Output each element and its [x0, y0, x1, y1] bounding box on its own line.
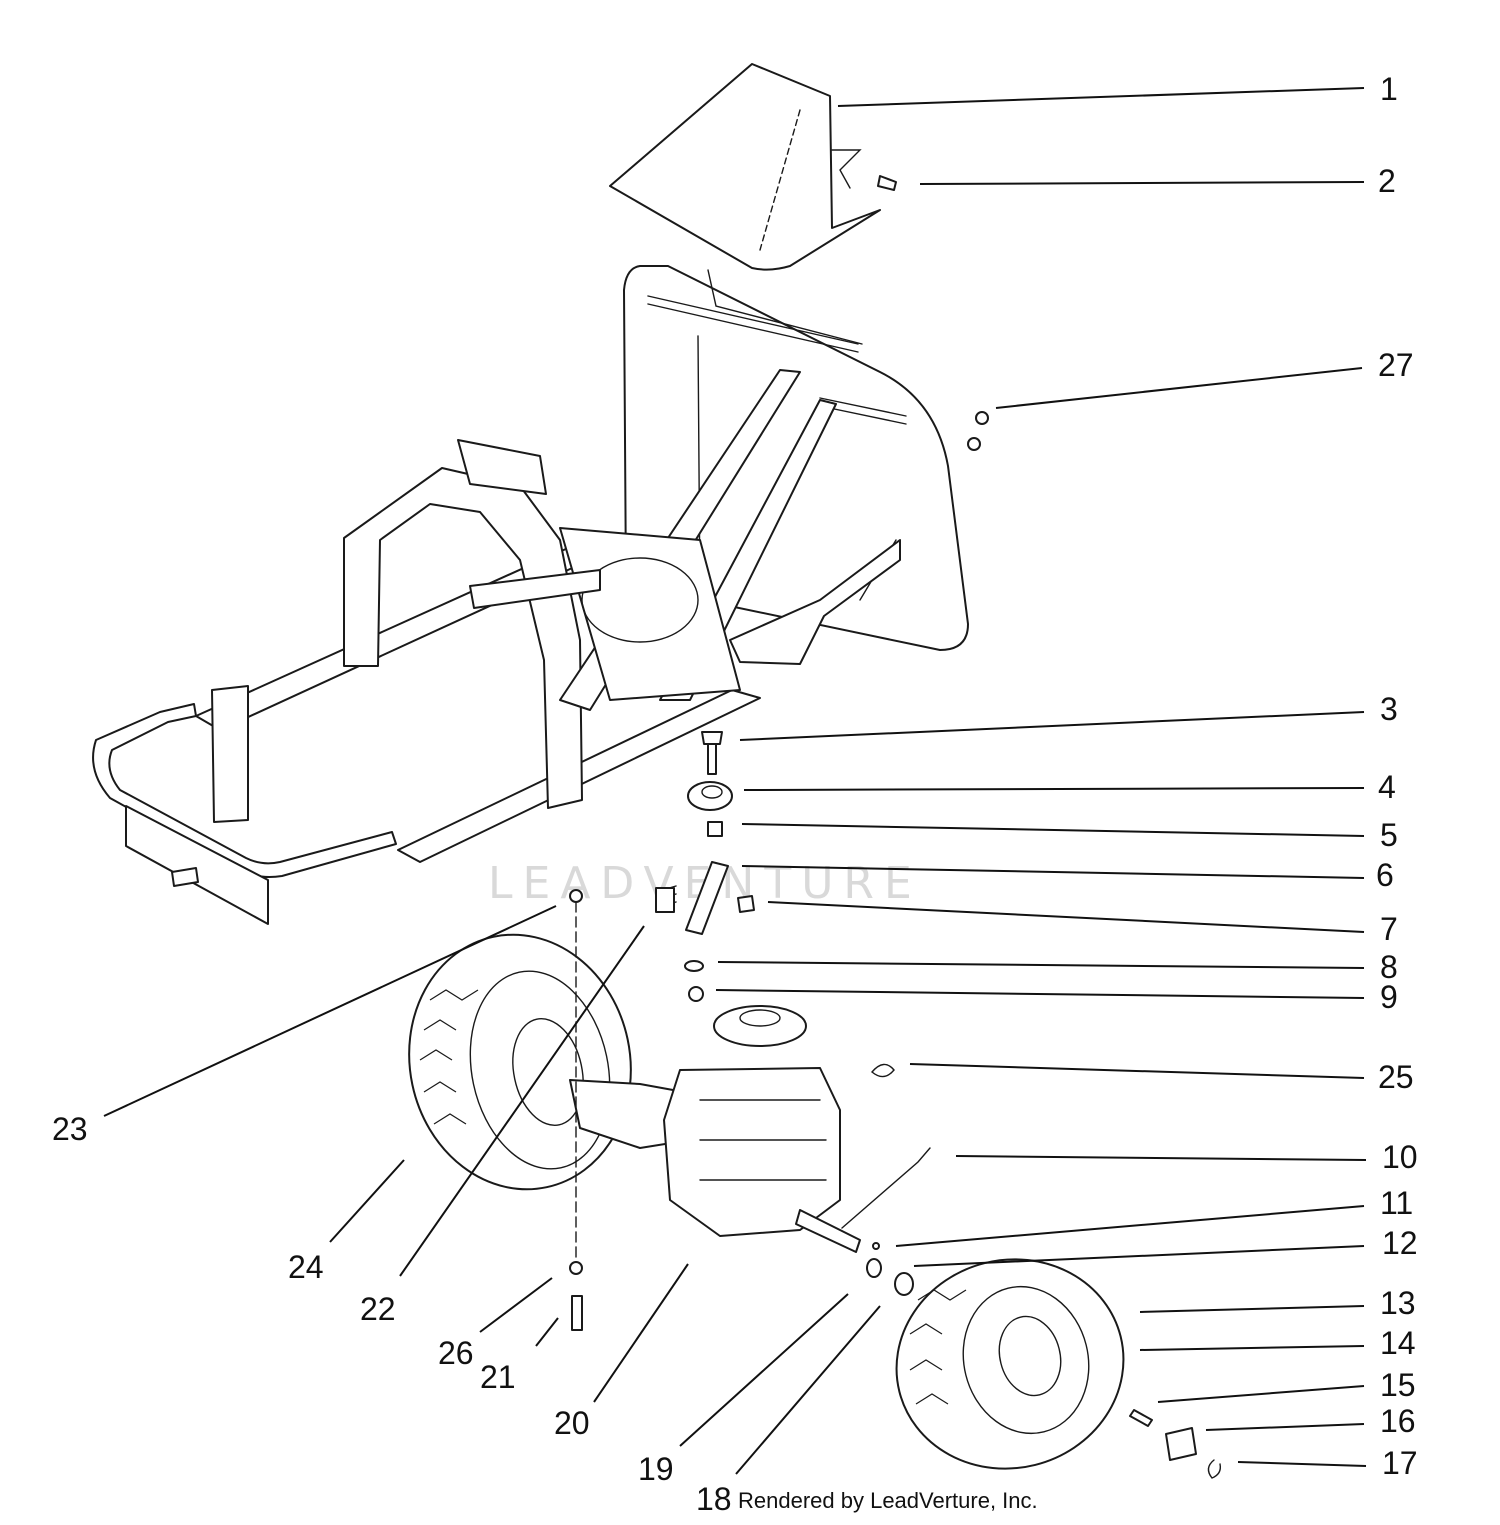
- part-spacer-18: [894, 1272, 914, 1296]
- part-idler-arm-6: [685, 861, 729, 935]
- callout-8: 8: [1380, 949, 1398, 985]
- callout-23: 23: [52, 1111, 88, 1147]
- part-bolt-2: [877, 175, 897, 191]
- callout-12: 12: [1382, 1225, 1418, 1261]
- part-clip-25: [871, 1063, 895, 1078]
- callout-16: 16: [1380, 1403, 1416, 1439]
- part-drive-pulley: [713, 1005, 807, 1047]
- part-rear-wheel-left: [408, 933, 632, 1191]
- callout-13: 13: [1380, 1285, 1416, 1321]
- part-spring-22: [655, 885, 677, 913]
- part-bushing-7: [737, 895, 755, 913]
- callout-18: 18: [696, 1481, 732, 1517]
- part-key-15: [1129, 1409, 1153, 1427]
- part-hub-16: [1165, 1427, 1197, 1461]
- callout-22: 22: [360, 1291, 396, 1327]
- callout-10: 10: [1382, 1139, 1418, 1175]
- part-bolt-3: [701, 731, 723, 775]
- part-clip-17: [1207, 1459, 1222, 1479]
- callout-27: 27: [1378, 347, 1414, 383]
- callout-4: 4: [1378, 769, 1396, 805]
- part-pin-21: [569, 901, 583, 1331]
- part-nut-9: [688, 986, 704, 1002]
- callout-9: 9: [1380, 979, 1398, 1015]
- callout-1: 1: [1380, 71, 1398, 107]
- part-key-11: [872, 1242, 880, 1250]
- callout-3: 3: [1380, 691, 1398, 727]
- part-deflector-shield: [609, 63, 881, 271]
- part-main-frame: [92, 369, 901, 925]
- callout-15: 15: [1380, 1367, 1416, 1403]
- part-control-rod-10: [841, 1147, 931, 1229]
- part-transaxle: [569, 1067, 861, 1253]
- callout-labels: 1 2 27 3 4 5 6 7 8 9 25 10 11 12 13 14 1…: [52, 71, 1418, 1517]
- callout-7: 7: [1380, 911, 1398, 947]
- callout-21: 21: [480, 1359, 516, 1395]
- callout-2: 2: [1378, 163, 1396, 199]
- callout-5: 5: [1380, 817, 1398, 853]
- callout-11: 11: [1380, 1185, 1413, 1221]
- callout-6: 6: [1376, 857, 1394, 893]
- part-rear-wheel-right: [895, 1258, 1125, 1470]
- part-spacer-5: [707, 821, 723, 837]
- render-credit: Rendered by LeadVerture, Inc.: [738, 1488, 1038, 1513]
- part-nuts-27: [967, 411, 989, 451]
- callout-24: 24: [288, 1249, 324, 1285]
- callout-26: 26: [438, 1335, 474, 1371]
- callout-19: 19: [638, 1451, 674, 1487]
- callout-25: 25: [1378, 1059, 1414, 1095]
- part-washer-19: [866, 1258, 882, 1278]
- leader-lines: [103, 87, 1367, 1475]
- callout-17: 17: [1382, 1445, 1418, 1481]
- callout-20: 20: [554, 1405, 590, 1441]
- part-nut-23: [569, 889, 583, 903]
- callout-14: 14: [1380, 1325, 1416, 1361]
- part-washer-8: [684, 960, 704, 972]
- part-idler-pulley-4: [687, 781, 733, 811]
